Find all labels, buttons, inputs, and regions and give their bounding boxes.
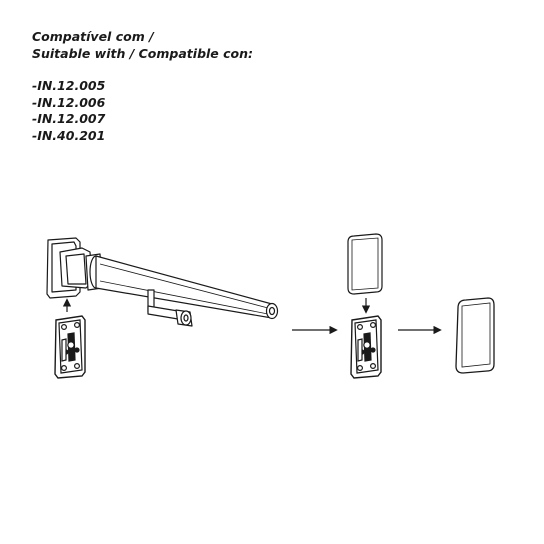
compatible-code-item: -IN.40.201 [32, 127, 106, 143]
compatible-code-item: -IN.12.005 [32, 78, 106, 93]
heading-line-2: Suitable with / Compatible con: [32, 46, 254, 61]
mounting-plate-middle [350, 315, 382, 379]
mounting-plate-left [54, 315, 86, 379]
compatibility-heading: Compatível com / Suitable with / Compati… [32, 28, 253, 62]
heading-line-1: Compatível com / [32, 29, 154, 44]
cover-plate-small [347, 233, 383, 295]
compatible-code-item: -IN.12.006 [32, 94, 106, 110]
grab-bar-illustration [46, 237, 279, 327]
compatible-codes-list: -IN.12.005 -IN.12.006 -IN.12.007 -IN.40.… [32, 78, 105, 144]
compatible-code-item: -IN.12.007 [32, 111, 106, 126]
cover-plate-large [455, 297, 495, 374]
